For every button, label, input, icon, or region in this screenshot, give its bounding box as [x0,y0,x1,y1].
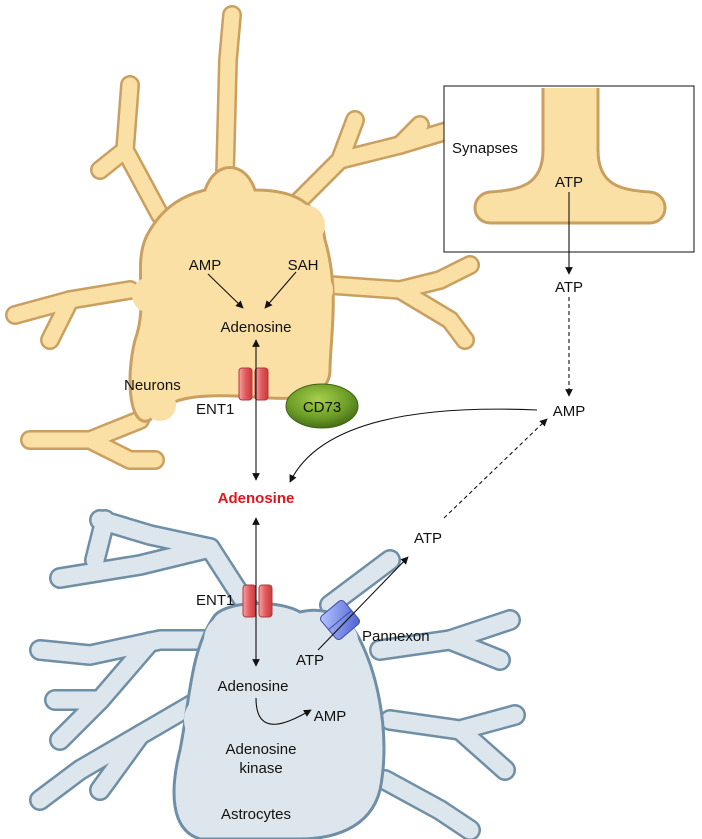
astrocyte-cell [29,509,526,839]
astrocyte-adenosine-label: Adenosine [218,678,289,695]
extracellular-amp-label: AMP [553,403,586,420]
astrocyte-released-atp-label: ATP [414,530,442,547]
cd73-enzyme [285,383,359,429]
adenosine-kinase-label-line1: Adenosine [226,741,297,758]
neuron-amp-label: AMP [189,257,222,274]
neuron-adenosine-label: Adenosine [221,319,292,336]
arrows [207,192,573,725]
pannexon-channel [320,600,360,640]
astrocyte-amp-label: AMP [314,708,347,725]
neurons-label: Neurons [124,377,181,394]
cd73-label: CD73 [303,399,341,416]
astrocyte-ent1-label: ENT1 [196,592,234,609]
released-atp-label: ATP [555,279,583,296]
extracellular-adenosine-label: Adenosine [218,490,295,507]
synapse-atp-label: ATP [555,174,583,191]
synapse-box [443,85,695,253]
neuron-sah-label: SAH [288,257,319,274]
neuron-ent1-label: ENT1 [196,401,234,418]
astrocytes-label: Astrocytes [221,806,291,823]
neuron-cell [5,5,480,470]
astrocyte-atp-label: ATP [296,652,324,669]
synapses-label: Synapses [452,140,518,157]
adenosine-kinase-label-line2: kinase [239,760,282,777]
pannexon-label: Pannexon [362,628,430,645]
